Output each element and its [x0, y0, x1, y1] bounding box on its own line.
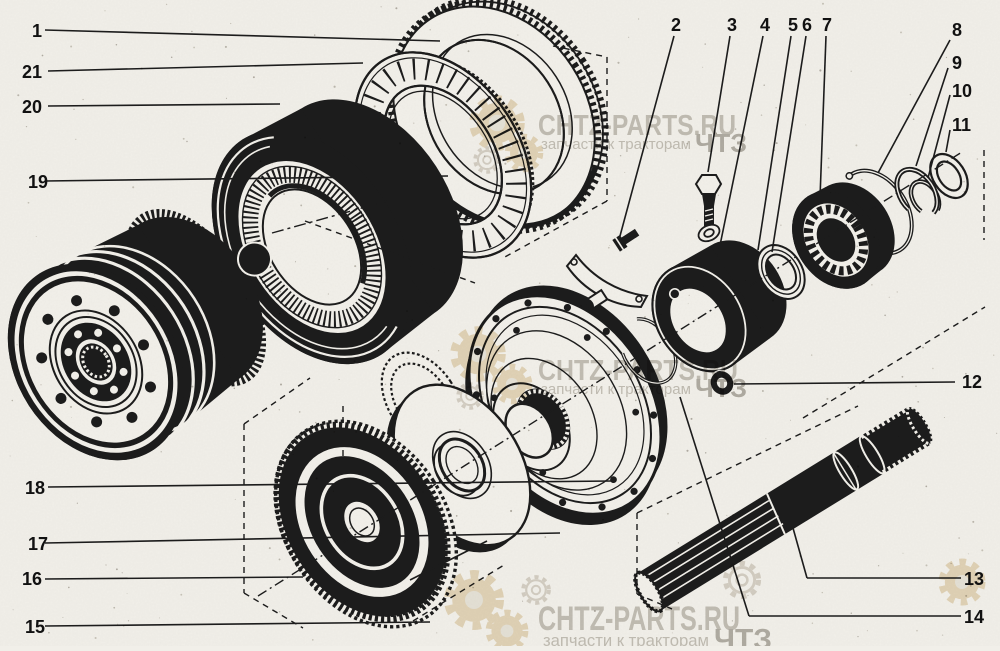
svg-text:13: 13: [964, 569, 984, 589]
svg-text:15: 15: [25, 617, 45, 637]
svg-text:CHTZ-PARTS.RU: CHTZ-PARTS.RU: [538, 600, 740, 638]
svg-text:17: 17: [28, 534, 48, 554]
svg-text:ЧТЗ: ЧТЗ: [695, 128, 747, 158]
svg-text:запчасти к тракторам: запчасти к тракторам: [541, 381, 691, 398]
svg-text:3: 3: [727, 15, 737, 35]
svg-text:19: 19: [28, 172, 48, 192]
svg-text:9: 9: [952, 53, 962, 73]
svg-text:14: 14: [964, 607, 984, 627]
svg-text:8: 8: [952, 20, 962, 40]
svg-text:ЧТЗ: ЧТЗ: [695, 373, 747, 403]
svg-text:CHTZ-PARTS.RU: CHTZ-PARTS.RU: [538, 355, 738, 387]
svg-text:18: 18: [25, 478, 45, 498]
svg-text:20: 20: [22, 97, 42, 117]
svg-text:7: 7: [822, 15, 832, 35]
svg-text:2: 2: [671, 15, 681, 35]
svg-text:16: 16: [22, 569, 42, 589]
svg-text:10: 10: [952, 81, 972, 101]
svg-text:6: 6: [802, 15, 812, 35]
svg-text:5: 5: [788, 15, 798, 35]
svg-text:ЧТЗ: ЧТЗ: [714, 624, 772, 646]
svg-text:запчасти к тракторам: запчасти к тракторам: [541, 136, 691, 153]
svg-text:12: 12: [962, 372, 982, 392]
svg-text:4: 4: [760, 15, 770, 35]
svg-text:1: 1: [32, 21, 42, 41]
svg-text:запчасти к тракторам: запчасти к тракторам: [543, 631, 709, 646]
svg-text:CHTZ-PARTS.RU: CHTZ-PARTS.RU: [538, 110, 736, 142]
svg-text:11: 11: [952, 115, 971, 135]
svg-text:21: 21: [22, 62, 42, 82]
